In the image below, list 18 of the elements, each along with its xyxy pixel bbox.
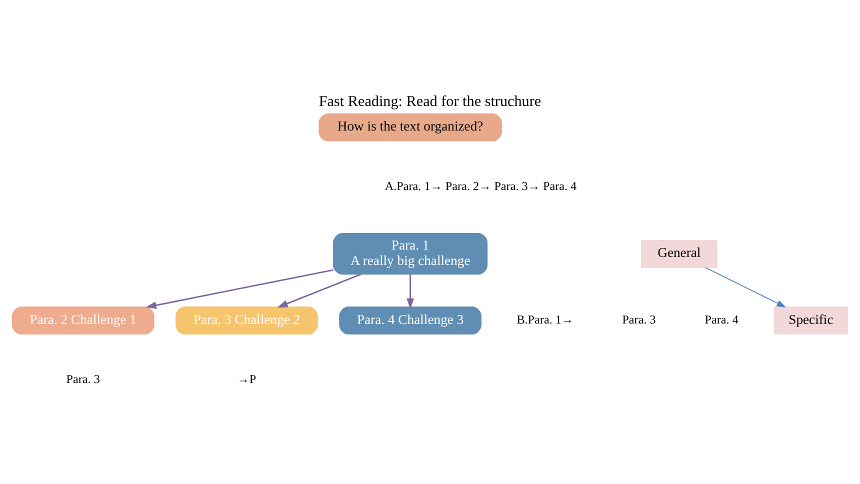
node-box: Para. 1 A really big challenge [333, 232, 488, 274]
arrow [277, 273, 362, 308]
label: Para. 4 [704, 312, 738, 326]
arrow [406, 274, 414, 309]
label: →P [237, 372, 256, 386]
label: B.Para. 1→ [516, 312, 574, 326]
node-box: Para. 4 Challenge 3 [339, 306, 482, 334]
label: Para. 3 [622, 312, 656, 326]
label: Para. 3 [66, 372, 100, 386]
arrow [705, 266, 786, 307]
node-box: Para. 2 Challenge 1 [12, 306, 154, 334]
node-box: Specific [774, 306, 848, 334]
arrow [146, 268, 334, 308]
label: A.Para. 1→ Para. 2→ Para. 3→ Para. 4 [384, 178, 577, 193]
node-box: How is the text organized? [318, 112, 502, 141]
node-box: General [640, 239, 718, 268]
node-box: Para. 3 Challenge 2 [176, 306, 318, 334]
diagram-title: Fast Reading: Read for the struchure [318, 94, 542, 110]
